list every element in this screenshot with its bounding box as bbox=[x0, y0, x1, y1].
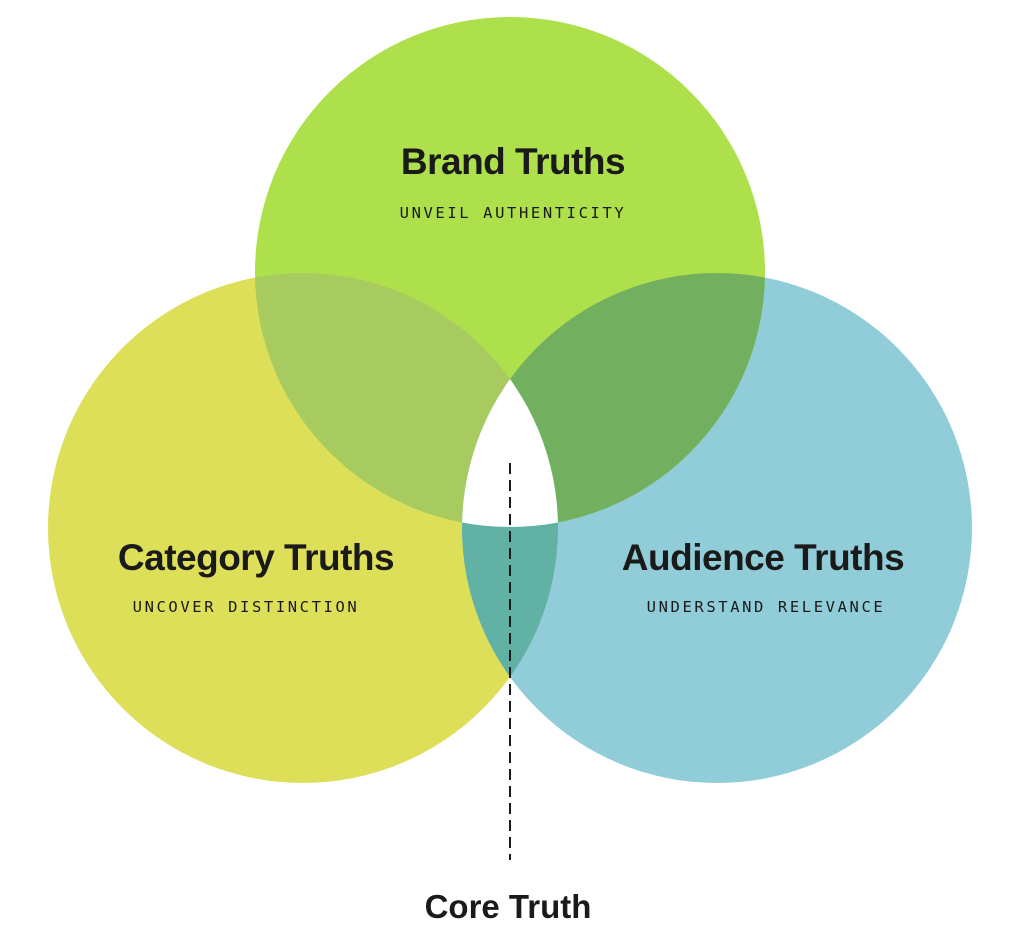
category-title: Category Truths bbox=[118, 537, 394, 578]
overlap-brand-category bbox=[255, 273, 558, 527]
overlap-brand-audience bbox=[462, 273, 765, 527]
core-truth-label: Core Truth bbox=[425, 888, 592, 925]
audience-title: Audience Truths bbox=[622, 537, 904, 578]
brand-subtitle: UNVEIL AUTHENTICITY bbox=[400, 204, 627, 222]
brand-title: Brand Truths bbox=[401, 141, 625, 182]
audience-subtitle: UNDERSTAND RELEVANCE bbox=[647, 598, 886, 616]
category-subtitle: UNCOVER DISTINCTION bbox=[133, 598, 360, 616]
